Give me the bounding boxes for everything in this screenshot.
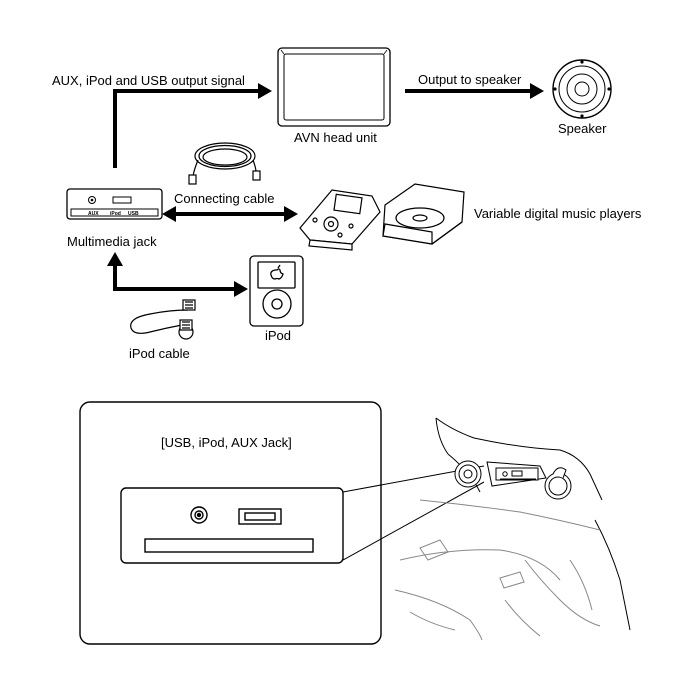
connecting-cable-icon [188,142,261,185]
signal-arrow [113,83,272,168]
output-to-speaker-label: Output to speaker [418,72,522,87]
cd-player-icon [382,183,465,245]
detail-title: [USB, iPod, AUX Jack] [161,435,292,450]
ipod-icon [249,255,304,327]
jack-usb-label: USB [128,211,139,217]
multimedia-jack-icon: AUX iPod USB [66,188,163,220]
output-signal-label: AUX, iPod and USB output signal [52,73,245,88]
jack-ipod-label: iPod [110,211,121,217]
dashboard-icon [394,417,631,641]
mp3-player-icon [299,189,381,251]
ipod-cable-label: iPod cable [129,346,190,361]
music-players-label: Variable digital music players [474,206,642,221]
speaker-label: Speaker [558,121,607,136]
cable-double-arrow [162,206,298,222]
ipod-cable-icon [130,299,196,340]
jack-aux-label: AUX [88,211,99,217]
avn-head-unit-icon [277,47,391,127]
ipod-arrow [107,252,248,297]
ipod-label: iPod [265,328,292,343]
head-unit-label: AVN head unit [294,130,377,145]
multimedia-jack-label: Multimedia jack [67,234,157,249]
jack-closeup-icon [120,487,344,564]
connecting-cable-label: Connecting cable [174,191,275,206]
speaker-icon [552,59,612,119]
speaker-arrow [405,83,544,99]
